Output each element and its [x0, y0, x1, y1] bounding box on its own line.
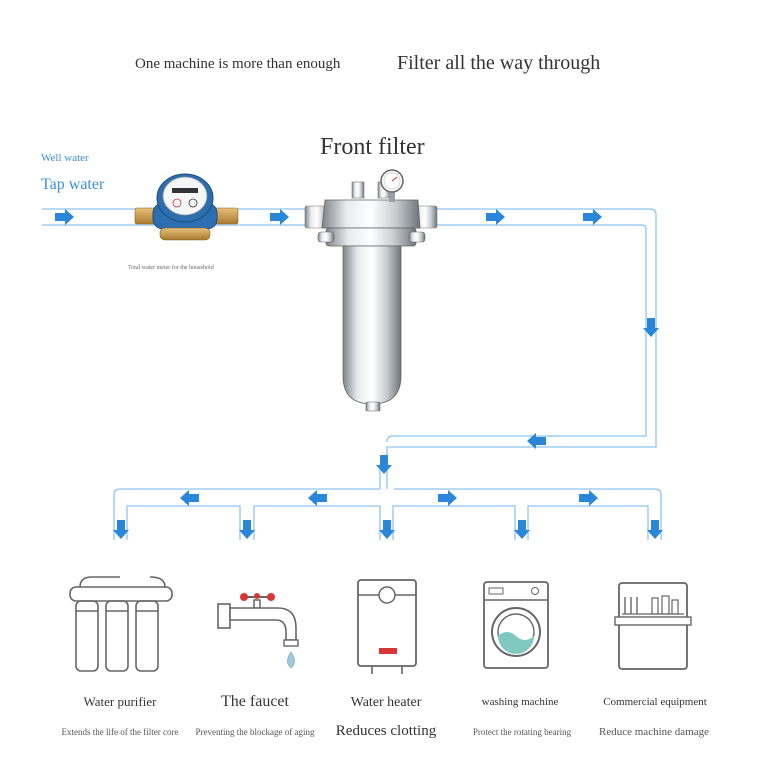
arrow-right-icon: [486, 209, 505, 225]
flow-arrows: [55, 209, 663, 539]
tap-water-label: Tap water: [41, 176, 105, 193]
arrow-down-icon: [376, 455, 392, 474]
header-right-text: Filter all the way through: [397, 52, 601, 74]
arrow-down-icon: [113, 520, 129, 539]
faucet-icon: [217, 593, 299, 669]
arrow-down-icon: [514, 520, 530, 539]
arrow-left-icon: [180, 490, 199, 506]
appliance-benefit-water-heater: Reduces clotting: [335, 723, 437, 739]
arrow-down-icon: [239, 520, 255, 539]
washing-machine-icon: [483, 581, 549, 669]
dishwasher-icon: [614, 582, 692, 670]
arrow-right-icon: [55, 209, 74, 225]
appliance-benefit-water-purifier: Extends the life of the filter core: [61, 727, 179, 737]
appliance-name-washing-machine: washing machine: [481, 696, 559, 708]
arrow-left-icon: [527, 433, 546, 449]
water-meter-caption: Total water meter for the household: [128, 265, 214, 271]
arrow-down-icon: [643, 318, 659, 337]
water-meter-icon: [134, 173, 239, 241]
appliance-benefit-washing-machine: Protect the rotating bearing: [472, 727, 572, 737]
arrow-right-icon: [270, 209, 289, 225]
appliance-name-faucet: The faucet: [221, 693, 289, 710]
arrow-right-icon: [438, 490, 457, 506]
arrow-down-icon: [647, 520, 663, 539]
pipe-network: [42, 208, 662, 540]
arrow-left-icon: [308, 490, 327, 506]
header-left-text: One machine is more than enough: [135, 56, 341, 72]
appliance-name-water-heater: Water heater: [350, 695, 422, 710]
appliance-benefit-faucet: Preventing the blockage of aging: [195, 727, 315, 737]
water-heater-icon: [357, 579, 417, 674]
well-water-label: Well water: [41, 152, 89, 164]
arrow-right-icon: [579, 490, 598, 506]
arrow-down-icon: [379, 520, 395, 539]
water-purifier-icon: [69, 576, 173, 672]
appliance-benefit-commercial-equipment: Reduce machine damage: [599, 726, 709, 738]
appliance-name-water-purifier: Water purifier: [83, 694, 157, 709]
appliance-name-commercial-equipment: Commercial equipment: [603, 696, 707, 708]
arrow-right-icon: [583, 209, 602, 225]
front-filter-title: Front filter: [320, 134, 425, 160]
front-filter-icon: [304, 169, 438, 412]
